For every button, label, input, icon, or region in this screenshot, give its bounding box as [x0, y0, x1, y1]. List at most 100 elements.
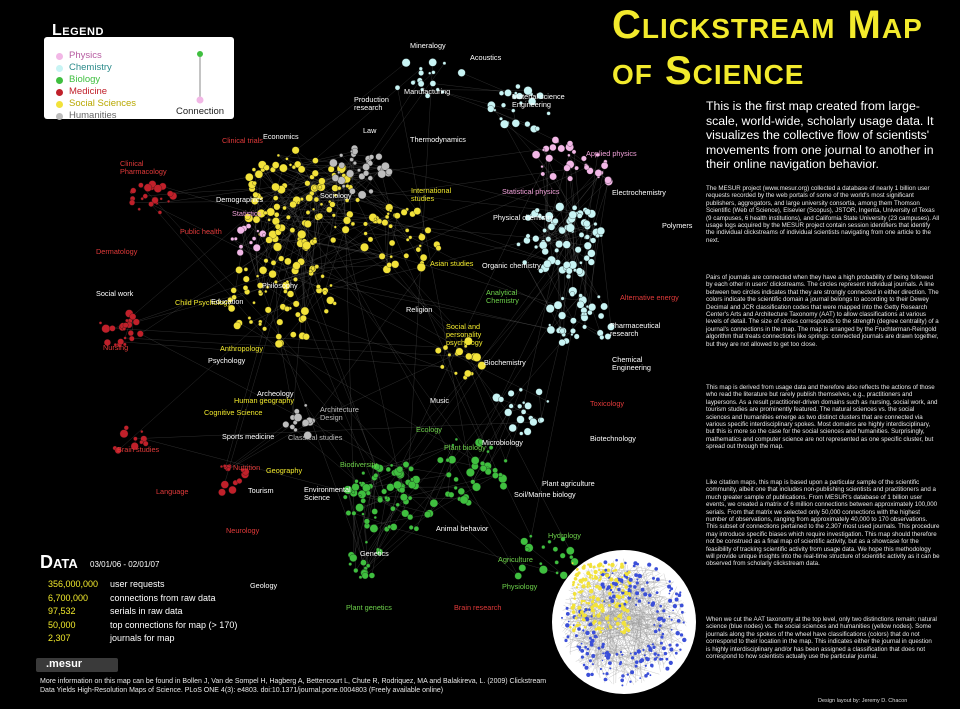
body-paragraph-4: Like citation maps, this map is based up…	[706, 479, 940, 568]
legend-label: Medicine	[69, 86, 108, 97]
journal-node	[551, 136, 560, 144]
inset-node	[675, 592, 678, 596]
journal-node	[559, 328, 565, 334]
journal-node	[218, 488, 226, 497]
journal-node	[429, 499, 439, 508]
inset-node	[574, 616, 578, 620]
inset-node	[571, 562, 574, 565]
map-label: Microbiology	[482, 438, 523, 447]
journal-node	[358, 481, 362, 485]
journal-node	[369, 524, 379, 533]
journal-node	[388, 239, 396, 247]
journal-node	[583, 255, 590, 262]
inset-node	[603, 600, 606, 603]
journal-node	[529, 418, 538, 427]
journal-node	[583, 164, 590, 171]
journal-node	[300, 314, 307, 322]
inset-node	[591, 630, 596, 635]
journal-node	[566, 546, 575, 555]
inset-node	[621, 684, 624, 687]
mesur-logo: .mesur	[36, 658, 118, 672]
journal-node	[545, 304, 555, 313]
inset-node	[675, 643, 679, 647]
journal-node	[302, 241, 312, 250]
journal-node	[455, 347, 464, 356]
journal-node	[245, 223, 252, 229]
map-label: Pharmaceutical research	[610, 321, 661, 338]
journal-node	[236, 226, 245, 235]
footer-citation: More information on this map can be foun…	[40, 678, 547, 694]
journal-node	[519, 101, 523, 105]
journal-node	[258, 322, 262, 327]
inset-node	[578, 648, 581, 651]
inset-node	[588, 575, 592, 579]
inset-node	[676, 619, 681, 623]
journal-node	[518, 387, 523, 392]
journal-node	[565, 223, 575, 233]
journal-node	[554, 248, 560, 253]
journal-node	[394, 212, 401, 219]
journal-node	[349, 188, 356, 195]
body-paragraph-5: When we cut the AAT taxonomy at the top …	[706, 616, 937, 661]
inset-node	[665, 657, 669, 661]
journal-node	[127, 330, 134, 337]
inset-node	[580, 655, 584, 659]
journal-node	[453, 476, 459, 482]
inset-node	[628, 577, 633, 582]
journal-node	[251, 197, 259, 205]
journal-node	[316, 212, 324, 220]
journal-node	[539, 562, 543, 566]
journal-node	[524, 402, 532, 410]
journal-node	[308, 269, 313, 274]
journal-node	[464, 369, 472, 378]
inset-node	[669, 589, 672, 592]
journal-node	[587, 258, 595, 266]
inset-node	[635, 591, 640, 596]
journal-node	[531, 150, 541, 159]
inset-node	[589, 585, 592, 588]
inset-node	[672, 604, 677, 609]
data-value: 50,000	[48, 619, 76, 630]
inset-node	[634, 660, 639, 664]
legend-label: Chemistry	[69, 62, 112, 73]
inset-node	[604, 616, 609, 621]
inset-node	[595, 597, 601, 602]
inset-node	[660, 635, 664, 639]
journal-node	[344, 198, 350, 203]
inset-node	[621, 591, 625, 595]
inset-node	[599, 577, 602, 581]
journal-node	[282, 205, 287, 211]
inset-node	[635, 581, 639, 585]
journal-node	[596, 226, 605, 236]
journal-node	[274, 339, 283, 348]
journal-node	[297, 165, 306, 174]
journal-node	[408, 466, 414, 472]
inset-node	[573, 577, 578, 581]
journal-node	[271, 182, 280, 192]
journal-node	[305, 194, 313, 202]
inset-node	[618, 662, 622, 666]
map-label: Ecology	[416, 425, 442, 434]
journal-node	[167, 199, 171, 203]
inset-node	[620, 612, 623, 615]
journal-node	[465, 352, 473, 360]
journal-node	[387, 524, 392, 529]
inset-node	[638, 574, 642, 578]
inset-node	[591, 577, 595, 580]
journal-node	[574, 246, 582, 254]
journal-node	[233, 236, 238, 241]
inset-node	[577, 591, 580, 594]
journal-node	[540, 165, 544, 169]
journal-node	[524, 214, 532, 222]
inset-node	[628, 581, 632, 585]
inset-node	[659, 641, 663, 645]
journal-node	[587, 249, 596, 258]
inset-node	[632, 564, 636, 568]
inset-node	[613, 617, 618, 621]
journal-node	[508, 403, 514, 409]
journal-node	[454, 437, 458, 441]
journal-node	[570, 328, 576, 334]
journal-node	[343, 485, 353, 495]
